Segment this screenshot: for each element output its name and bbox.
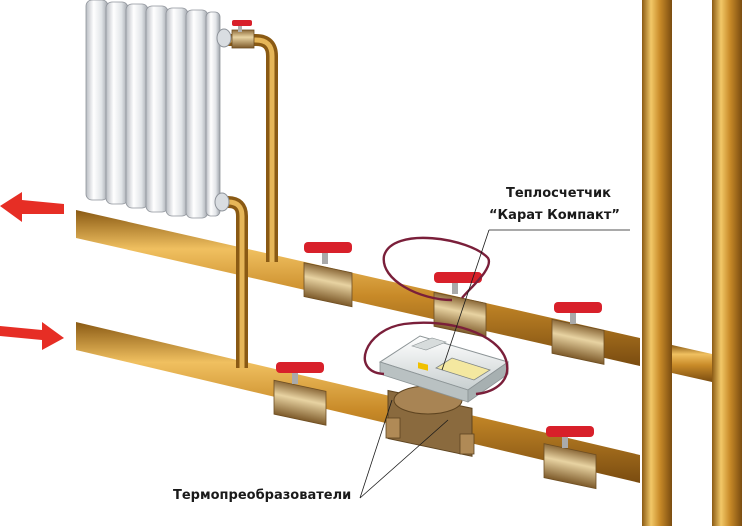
sensor-leader-line-2 bbox=[359, 419, 449, 499]
arrow-left-icon bbox=[0, 192, 64, 222]
heat-meter-label: Теплосчетчик bbox=[506, 186, 611, 201]
sensors-label: Термопреобразователи bbox=[173, 488, 352, 503]
sensor-leader-line-1 bbox=[359, 399, 393, 499]
valve-icon-bottom-2 bbox=[543, 426, 597, 490]
radiator-icon bbox=[85, 0, 232, 219]
heat-meter-model-label: “Карат Компакт” bbox=[489, 208, 620, 223]
riser-pipe-left bbox=[642, 0, 672, 526]
arrow-right-icon bbox=[0, 322, 64, 350]
radiator-valve-icon bbox=[231, 20, 255, 49]
valve-icon-bottom-1 bbox=[273, 362, 327, 426]
valve-icon-top-2 bbox=[433, 272, 487, 338]
radiator-supply-pipe bbox=[226, 34, 278, 262]
sensor-wire-top bbox=[382, 236, 491, 302]
valve-icon-top-3 bbox=[551, 302, 605, 365]
meter-leader-line bbox=[441, 229, 490, 371]
valve-icon-top-1 bbox=[303, 242, 353, 308]
sensor-wire-bottom bbox=[363, 321, 509, 396]
top-pipe-connector bbox=[672, 345, 712, 382]
riser-pipe-right bbox=[712, 0, 742, 526]
radiator-return-pipe bbox=[212, 196, 248, 368]
top-pipe bbox=[76, 210, 640, 366]
bottom-pipe bbox=[76, 322, 640, 483]
